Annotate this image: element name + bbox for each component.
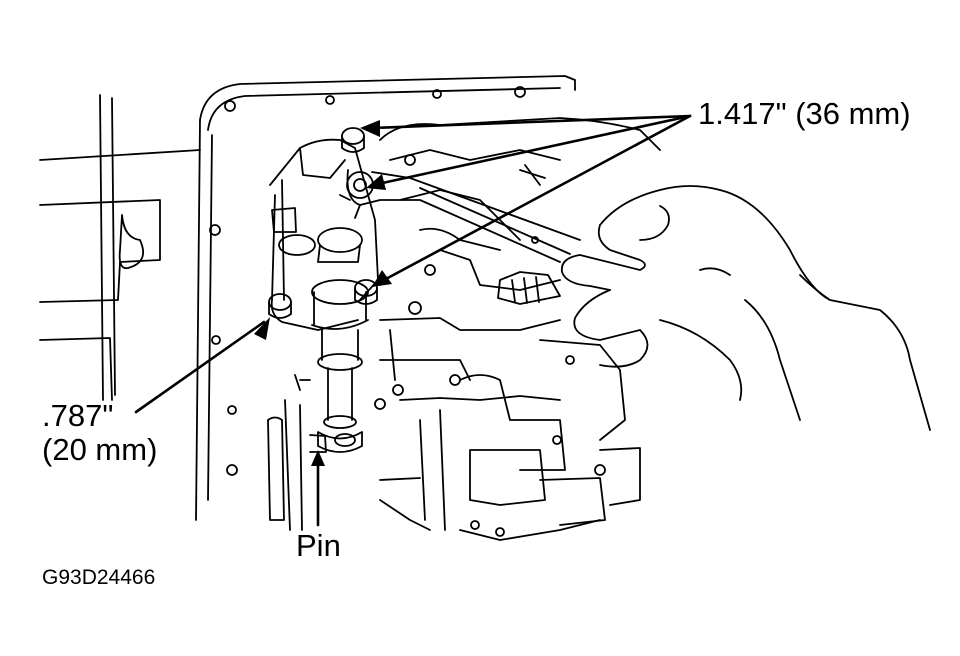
bolt-heads xyxy=(268,127,378,319)
manual-valve-bracket xyxy=(269,138,379,453)
label-pin: Pin xyxy=(296,528,341,563)
figure-code: G93D24466 xyxy=(42,566,156,589)
label-bolt-36mm: 1.417" (36 mm) xyxy=(698,96,911,131)
bolt-top xyxy=(341,127,365,153)
lower-linkage xyxy=(267,374,311,531)
bolt-lever xyxy=(346,171,374,199)
arrow-to-bolt-top xyxy=(370,114,692,130)
arrow-to-bolt-lever xyxy=(376,114,692,186)
arrow-to-bolt-20mm xyxy=(134,320,266,414)
bolt-lower-right xyxy=(354,279,378,305)
hand xyxy=(560,185,931,431)
bolt-20mm xyxy=(268,293,292,319)
arrowheads xyxy=(254,120,392,466)
label-bolt-20mm-size-inches: .787" xyxy=(42,398,114,433)
label-bolt-20mm-size-mm: (20 mm) xyxy=(42,432,158,467)
valve-body-outline xyxy=(39,75,576,521)
callout-arrows xyxy=(134,114,692,527)
arrow-to-bolt-lower xyxy=(382,114,692,282)
